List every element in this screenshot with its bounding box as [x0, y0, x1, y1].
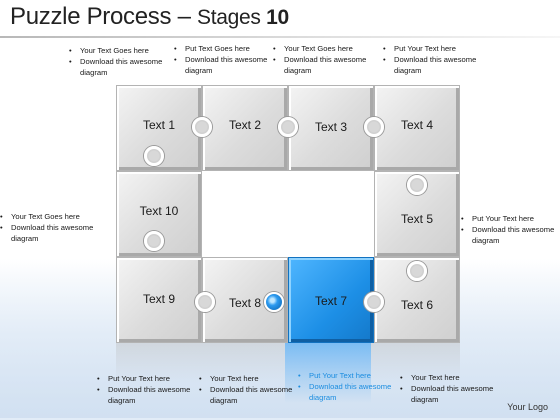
piece-label: Text 3: [314, 120, 347, 134]
piece-label: Text 7: [314, 294, 347, 308]
callout-top-1: Your Text Goes hereDownload this awesome…: [66, 45, 174, 78]
puzzle-piece-9: Text 9: [116, 257, 202, 343]
piece-label: Text 2: [228, 118, 261, 132]
puzzle-piece-10: Text 10: [116, 171, 202, 257]
callout-line: Your Text Goes here: [270, 43, 378, 54]
piece-label: Text 10: [139, 204, 179, 218]
callout-line: Put Your Text here: [295, 370, 405, 381]
callout-line: Download this awesome diagram: [270, 54, 378, 76]
puzzle-piece-7-highlighted: Text 7: [288, 257, 374, 343]
callout-top-2: Put Text Goes hereDownload this awesome …: [171, 43, 279, 76]
puzzle-grid: Text 1 Text 2 Text 3 Text 4 Text 10 Text…: [116, 85, 460, 343]
callout-line: Put Your Text here: [458, 213, 558, 224]
callout-line: Your Text here: [397, 372, 501, 383]
puzzle-connector: [195, 292, 215, 312]
title-main: Puzzle Process: [10, 3, 172, 30]
title-dash: –: [171, 3, 197, 30]
callout-line: Put Your Text here: [380, 43, 488, 54]
callout-line: Your Text Goes here: [66, 45, 174, 56]
callout-line: Download this awesome diagram: [171, 54, 279, 76]
piece-label: Text 1: [142, 118, 175, 132]
callout-left: Your Text Goes hereDownload this awesome…: [0, 211, 109, 244]
logo-placeholder: Your Logo: [507, 402, 548, 412]
puzzle-connector: [364, 292, 384, 312]
piece-label: Text 9: [142, 292, 175, 306]
callout-line: Download this awesome diagram: [196, 384, 300, 406]
callout-line: Download this awesome diagram: [458, 224, 558, 246]
page-title: Puzzle Process – Stages 10: [10, 3, 289, 31]
piece-label: Text 6: [400, 298, 433, 312]
puzzle-connector: [192, 117, 212, 137]
puzzle-piece-4: Text 4: [374, 85, 460, 171]
title-sub: Stages: [197, 6, 267, 29]
puzzle-connector: [407, 175, 427, 195]
callout-line: Download this awesome diagram: [397, 383, 501, 405]
piece-label: Text 4: [400, 118, 433, 132]
puzzle-connector: [364, 117, 384, 137]
callout-top-3: Your Text Goes hereDownload this awesome…: [270, 43, 378, 76]
puzzle-piece-3: Text 3: [288, 85, 374, 171]
callout-bottom-1: Put Your Text hereDownload this awesome …: [94, 373, 204, 406]
title-rule: [0, 36, 560, 38]
puzzle-piece-2: Text 2: [202, 85, 288, 171]
callout-line: Your Text Goes here: [0, 211, 109, 222]
callout-line: Put Text Goes here: [171, 43, 279, 54]
title-number: 10: [266, 6, 289, 29]
callout-line: Download this awesome diagram: [94, 384, 204, 406]
puzzle-connector: [144, 146, 164, 166]
piece-label: Text 5: [400, 212, 433, 226]
callout-bottom-2: Your Text hereDownload this awesome diag…: [196, 373, 300, 406]
callout-line: Download this awesome diagram: [295, 381, 405, 403]
callout-line: Download this awesome diagram: [0, 222, 109, 244]
callout-right: Put Your Text hereDownload this awesome …: [458, 213, 558, 246]
callout-bottom-4: Your Text hereDownload this awesome diag…: [397, 372, 501, 405]
puzzle-connector-blue: [264, 292, 284, 312]
puzzle-connector: [144, 231, 164, 251]
callout-line: Put Your Text here: [94, 373, 204, 384]
puzzle-connector: [278, 117, 298, 137]
puzzle-connector: [407, 261, 427, 281]
piece-label: Text 8: [228, 296, 261, 310]
callout-line: Download this awesome diagram: [66, 56, 174, 78]
callout-top-4: Put Your Text hereDownload this awesome …: [380, 43, 488, 76]
callout-line: Your Text here: [196, 373, 300, 384]
callout-bottom-3-highlighted: Put Your Text hereDownload this awesome …: [295, 370, 405, 403]
callout-line: Download this awesome diagram: [380, 54, 488, 76]
